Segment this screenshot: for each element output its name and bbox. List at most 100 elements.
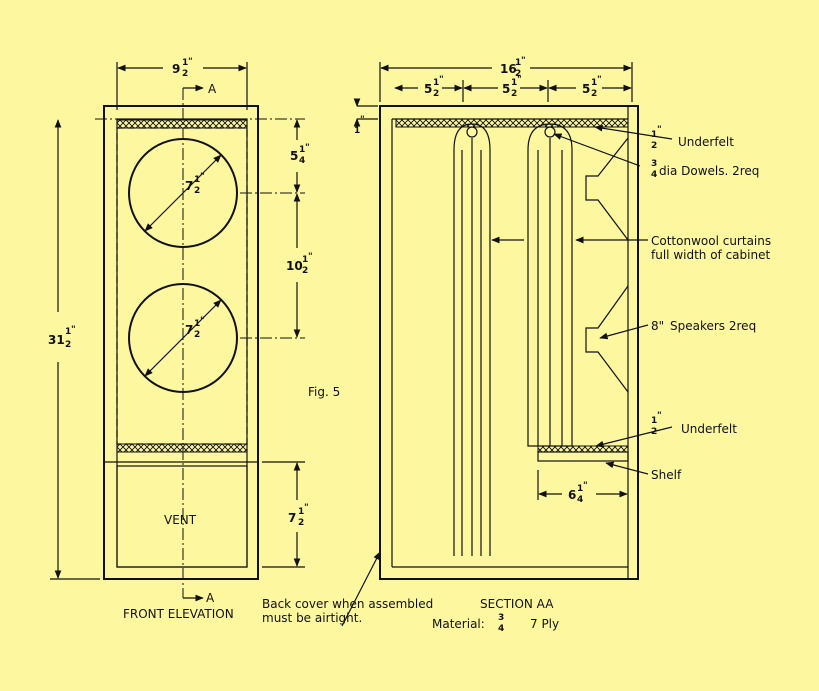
seg3-num: 1 [591,78,597,88]
width-num: 1 [182,58,188,68]
upper-gap-unit: " [305,143,310,153]
upper-gap-den: 4 [299,156,305,166]
total-width-unit: " [521,56,526,66]
seg1-den: 2 [433,89,439,99]
front-baffle-outline [116,127,248,445]
seg2-whole: 5 [502,82,510,96]
total-width-den: 2 [515,69,521,79]
width-unit: " [188,57,193,67]
seg1-whole: 5 [424,82,432,96]
top-thk-whole: 1 [354,126,360,136]
total-width-num: 1 [515,58,521,68]
back-cover-line2: must be airtight. [262,611,362,625]
section-marker-top: A [208,82,217,96]
front-shelf-felt [116,443,248,453]
speaker1-dia-whole: 7 [185,179,193,193]
seg3-unit: " [597,75,602,85]
shelf-depth-den: 4 [577,495,583,505]
shelf-felt [537,445,629,453]
material-value: 7 Ply [530,617,559,631]
total-width-whole: 16 [500,62,517,76]
vent-label: VENT [164,513,197,527]
underfelt-top-den: 2 [651,141,657,151]
speaker-profile-upper [585,137,629,241]
seg2-unit: " [517,75,522,85]
upper-gap-num: 1 [299,145,305,155]
figure-label: Fig. 5 [308,385,340,399]
seg2-den: 2 [511,89,517,99]
material-label: Material: [432,617,485,631]
front-elevation [50,62,305,602]
material-num: 3 [498,613,504,623]
speaker1-dia-unit: " [200,172,205,182]
curtains-line2: full width of cabinet [651,248,770,262]
top-thk-unit: " [360,115,365,125]
front-elevation-title: FRONT ELEVATION [123,607,234,621]
leader-underfelt-top [594,124,673,140]
shelf-text: Shelf [651,468,682,482]
vent-height-unit: " [304,503,309,513]
seg3-den: 2 [591,89,597,99]
underfelt-top-num: 1 [651,130,657,140]
front-top-felt [116,119,248,129]
upper-gap-whole: 5 [290,149,298,163]
vent-height-whole: 7 [288,511,296,525]
height-whole: 31 [48,333,65,347]
speaker2-dia-num: 1 [194,319,200,329]
dowels-text: dia Dowels. 2req [659,164,759,178]
seg1-num: 1 [433,78,439,88]
underfelt-top-unit: " [657,125,662,135]
spacing-unit: " [308,252,313,262]
speaker1-dia-num: 1 [194,175,200,185]
speaker2-dia-unit: " [200,316,205,326]
width-den: 2 [182,69,188,79]
leader-shelf [605,461,649,475]
dowel-right [544,126,556,138]
section-marker-bottom: A [206,591,215,605]
underfelt-shelf-num: 1 [651,416,657,426]
height-unit: " [71,325,76,335]
speaker1-dia-den: 2 [194,186,200,196]
section-title: SECTION AA [480,597,554,611]
shelf-depth-unit: " [583,481,588,491]
leader-dowels [553,133,641,167]
speakers-text: Speakers 2req [670,319,756,333]
seg1-unit: " [439,75,444,85]
seg2-num: 1 [511,78,517,88]
underfelt-shelf-text: Underfelt [681,422,737,436]
spacing-num: 1 [302,255,308,265]
shelf-board [537,451,629,462]
dowel-left [466,126,478,138]
dowels-num: 3 [651,159,657,169]
width-whole: 9 [172,62,180,76]
section-cabinet-outline [379,105,639,580]
underfelt-top-text: Underfelt [678,135,734,149]
height-den: 2 [65,340,71,350]
speaker-profile-lower [585,285,629,393]
spacing-den: 2 [302,266,308,276]
speaker2-dia-den: 2 [194,330,200,340]
underfelt-shelf-den: 2 [651,427,657,437]
front-cabinet-outline [103,105,259,580]
section-top-felt [395,118,629,128]
leader-back-cover [341,551,381,627]
underfelt-shelf-unit: " [657,411,662,421]
height-num: 1 [65,327,71,337]
curtain-right [527,123,573,447]
curtain-left [453,123,491,556]
speakers-value: 8" [651,319,664,333]
back-cover-line1: Back cover when assembled [262,597,433,611]
curtains-line1: Cottonwool curtains [651,234,771,248]
section-aa [341,62,673,627]
labels: A A VENT FRONT ELEVATION Fig. 5 9 1 2 " … [48,56,771,634]
vent-opening [116,465,248,568]
leader-speakers [599,324,649,340]
material-den: 4 [498,624,504,634]
dowels-den: 4 [651,170,657,180]
vent-height-num: 1 [298,507,304,517]
spacing-whole: 10 [286,259,303,273]
shelf-depth-num: 1 [577,484,583,494]
vent-height-den: 2 [298,518,304,528]
seg3-whole: 5 [582,82,590,96]
